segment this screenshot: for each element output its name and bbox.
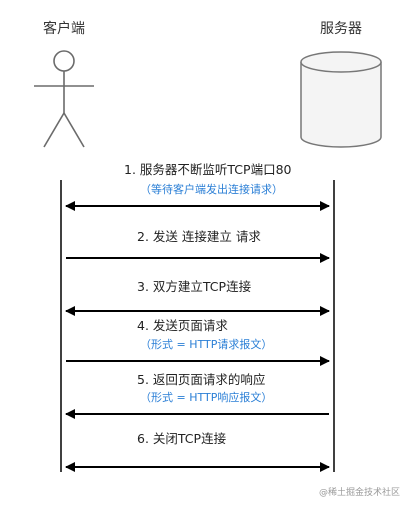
step-label: 5. 返回页面请求的响应 — [137, 372, 265, 387]
step-label: 6. 关闭TCP连接 — [137, 431, 227, 446]
step-sublabel: （等待客户端发出连接请求） — [140, 182, 283, 196]
step-label: 4. 发送页面请求 — [137, 318, 228, 333]
server-title: 服务器 — [320, 21, 362, 37]
step-3: 3. 双方建立TCP连接 — [65, 279, 330, 316]
step-6: 6. 关闭TCP连接 — [65, 431, 330, 472]
step-sublabel: （形式 = HTTP响应报文） — [140, 390, 272, 404]
client-title: 客户端 — [43, 20, 85, 37]
step-5: 5. 返回页面请求的响应 （形式 = HTTP响应报文） — [65, 372, 329, 419]
step-label: 2. 发送 连接建立 请求 — [137, 229, 261, 244]
step-1: 1. 服务器不断监听TCP端口80 （等待客户端发出连接请求） — [65, 162, 330, 211]
client-stick-figure-icon — [34, 50, 94, 148]
step-label: 3. 双方建立TCP连接 — [137, 279, 252, 294]
watermark: @稀土掘金技术社区 — [319, 486, 400, 498]
step-sublabel: （形式 = HTTP请求报文） — [140, 337, 272, 351]
step-label: 1. 服务器不断监听TCP端口80 — [124, 162, 292, 177]
step-4: 4. 发送页面请求 （形式 = HTTP请求报文） — [66, 318, 330, 366]
server-database-icon — [300, 51, 382, 148]
step-2: 2. 发送 连接建立 请求 — [66, 229, 330, 263]
